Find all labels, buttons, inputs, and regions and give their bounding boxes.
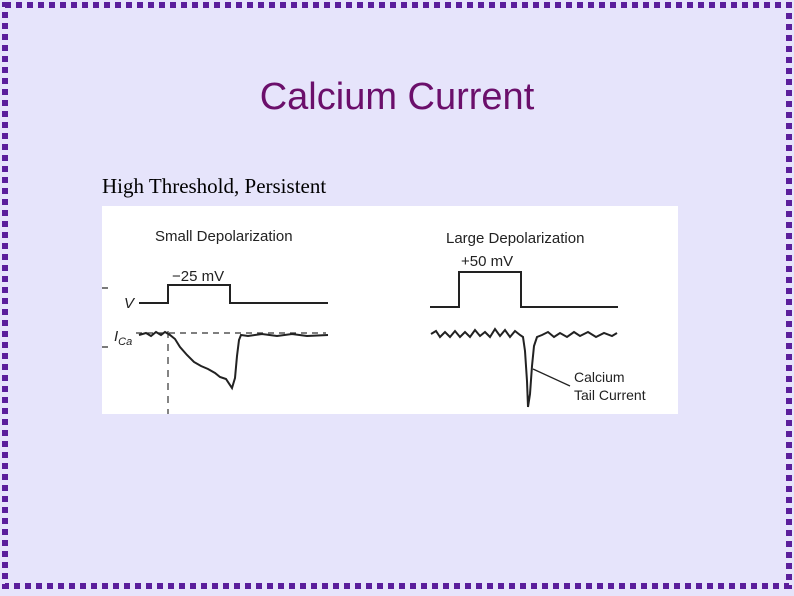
large-current-trace xyxy=(430,327,618,408)
small-voltage-step xyxy=(139,284,328,304)
large-voltage-step xyxy=(430,271,618,308)
large-depolarization-heading: Large Depolarization xyxy=(446,230,584,247)
annotation-line-2: Tail Current xyxy=(574,387,646,403)
tail-current-pointer xyxy=(532,368,571,387)
large-voltage-label: +50 mV xyxy=(461,253,513,270)
current-traces-figure: Small Depolarization −25 mV V ICa Large … xyxy=(102,206,678,414)
current-trace-label: ICa xyxy=(114,328,132,348)
voltage-trace-label: V xyxy=(124,295,136,312)
slide-subtitle: High Threshold, Persistent xyxy=(102,174,327,198)
small-voltage-label: −25 mV xyxy=(172,268,224,285)
small-current-trace xyxy=(138,330,329,391)
slide-title: Calcium Current xyxy=(259,76,535,118)
small-depolarization-heading: Small Depolarization xyxy=(155,228,293,245)
annotation-line-1: Calcium xyxy=(574,369,625,385)
